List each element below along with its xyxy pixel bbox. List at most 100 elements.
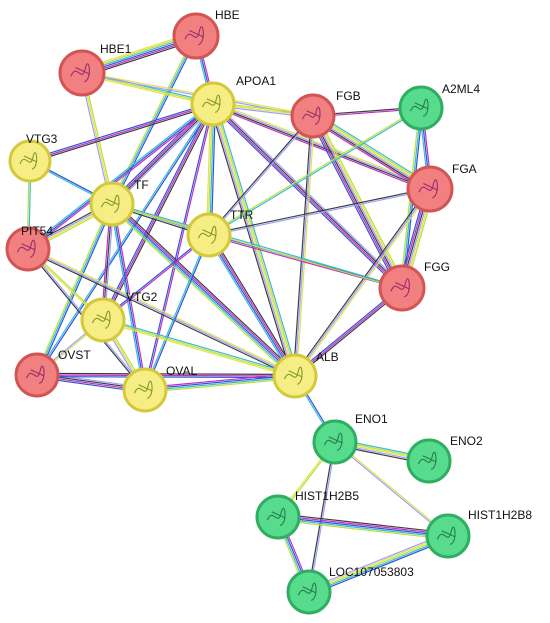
node-circle[interactable] — [80, 297, 126, 343]
edge-line — [27, 248, 296, 377]
node-circle[interactable] — [5, 226, 51, 272]
node-fgg[interactable]: FGG — [378, 260, 450, 312]
node-label: ENO1 — [355, 412, 388, 426]
node-label: PIT54 — [21, 224, 53, 238]
protein-structure-icon — [100, 194, 120, 213]
edge-line — [37, 372, 296, 376]
edge-apoa1-ovst — [35, 103, 215, 376]
edge-line — [313, 115, 404, 288]
node-circle[interactable] — [406, 438, 452, 484]
protein-structure-icon — [301, 106, 321, 125]
node-oval[interactable]: OVAL — [122, 364, 197, 413]
node-ovst[interactable]: OVST — [14, 348, 91, 398]
node-circle[interactable] — [272, 353, 318, 399]
node-circle[interactable] — [290, 93, 336, 139]
edge-apoa1-vtg3 — [29, 101, 214, 164]
edge-line — [278, 514, 449, 536]
edge-ttr-vtg2 — [102, 233, 210, 322]
edge-line — [113, 201, 298, 375]
node-hist1h2b5[interactable]: HIST1H2B5 — [255, 489, 359, 540]
node-circle[interactable] — [255, 494, 301, 540]
node-circle[interactable] — [89, 181, 135, 227]
node-circle[interactable] — [378, 264, 426, 312]
edge-line — [208, 106, 421, 235]
edge-line — [144, 373, 295, 389]
edge-apoa1-pit54 — [26, 102, 215, 251]
node-circle[interactable] — [406, 165, 454, 213]
node-circle[interactable] — [14, 352, 60, 398]
protein-structure-icon — [283, 366, 303, 385]
node-label: ALB — [316, 350, 339, 364]
node-circle[interactable] — [122, 367, 168, 413]
node-label: VTG2 — [126, 290, 158, 304]
edge-line — [101, 103, 213, 320]
node-eno1[interactable]: ENO1 — [312, 412, 388, 465]
edge-apoa1-vtg2 — [101, 103, 215, 321]
edge-line — [310, 116, 401, 290]
node-circle[interactable] — [186, 212, 232, 258]
edge-line — [278, 513, 449, 534]
node-fgb[interactable]: FGB — [290, 89, 361, 139]
edge-line — [144, 374, 295, 390]
edge-line — [28, 104, 215, 251]
edge-line — [36, 374, 296, 377]
node-vtg3[interactable]: VTG3 — [8, 132, 58, 183]
node-loc107053803[interactable]: LOC107053803 — [286, 565, 414, 615]
node-vtg2[interactable]: VTG2 — [80, 290, 158, 343]
edge-line — [213, 103, 298, 376]
node-tf[interactable]: TF — [89, 178, 149, 227]
edge-line — [213, 101, 432, 188]
node-circle[interactable] — [8, 139, 52, 183]
protein-structure-icon — [16, 239, 36, 258]
node-alb[interactable]: ALB — [272, 350, 339, 399]
edge-line — [110, 204, 295, 378]
edge-line — [311, 116, 402, 289]
edge-line — [215, 102, 299, 376]
edge-ttr-oval — [143, 234, 211, 391]
edge-eno1-loc107053803 — [307, 441, 337, 593]
edge-line — [145, 377, 296, 393]
edge-line — [209, 116, 315, 236]
edge-line — [145, 376, 296, 392]
node-circle[interactable] — [286, 569, 332, 615]
edge-line — [30, 104, 214, 164]
protein-structure-icon — [418, 179, 438, 199]
node-label: FGA — [452, 162, 477, 176]
node-circle[interactable] — [190, 81, 236, 127]
node-ttr[interactable]: TTR — [186, 208, 254, 258]
node-hist1h2b8[interactable]: HIST1H2B8 — [425, 508, 532, 559]
protein-structure-icon — [323, 432, 343, 451]
protein-structure-icon — [409, 98, 429, 117]
node-label: HIST1H2B8 — [468, 508, 532, 522]
edge-fga-ttr — [208, 187, 431, 237]
node-label: ENO2 — [450, 434, 483, 448]
node-hbe1[interactable]: HBE1 — [58, 42, 132, 97]
node-fga[interactable]: FGA — [406, 162, 477, 213]
node-circle[interactable] — [398, 85, 444, 131]
edge-ttr-alb — [206, 233, 298, 378]
node-hbe[interactable]: HBE — [172, 8, 240, 60]
node-a2ml4[interactable]: A2ML4 — [398, 82, 480, 131]
edge-oval-alb — [144, 373, 296, 393]
edge-a2ml4-ttr — [208, 106, 422, 237]
node-circle[interactable] — [312, 419, 358, 465]
node-apoa1[interactable]: APOA1 — [190, 74, 276, 127]
edge-hist1h2b5-hist1h2b8 — [277, 513, 449, 540]
edge-line — [111, 204, 402, 290]
node-pit54[interactable]: PIT54 — [5, 224, 53, 272]
node-circle[interactable] — [425, 513, 471, 559]
edge-line — [277, 516, 449, 537]
node-label: APOA1 — [236, 74, 276, 88]
node-circle[interactable] — [58, 49, 106, 97]
edge-tf-fgg — [111, 202, 403, 290]
edge-line — [294, 115, 314, 377]
node-circle[interactable] — [172, 12, 220, 60]
protein-structure-icon — [133, 380, 153, 399]
protein-structure-icon — [266, 507, 286, 526]
edge-line — [112, 202, 297, 376]
protein-structure-icon — [197, 225, 217, 244]
node-label: OVAL — [166, 364, 197, 378]
edge-line — [207, 235, 295, 377]
node-eno2[interactable]: ENO2 — [406, 434, 483, 484]
protein-structure-icon — [184, 26, 204, 46]
